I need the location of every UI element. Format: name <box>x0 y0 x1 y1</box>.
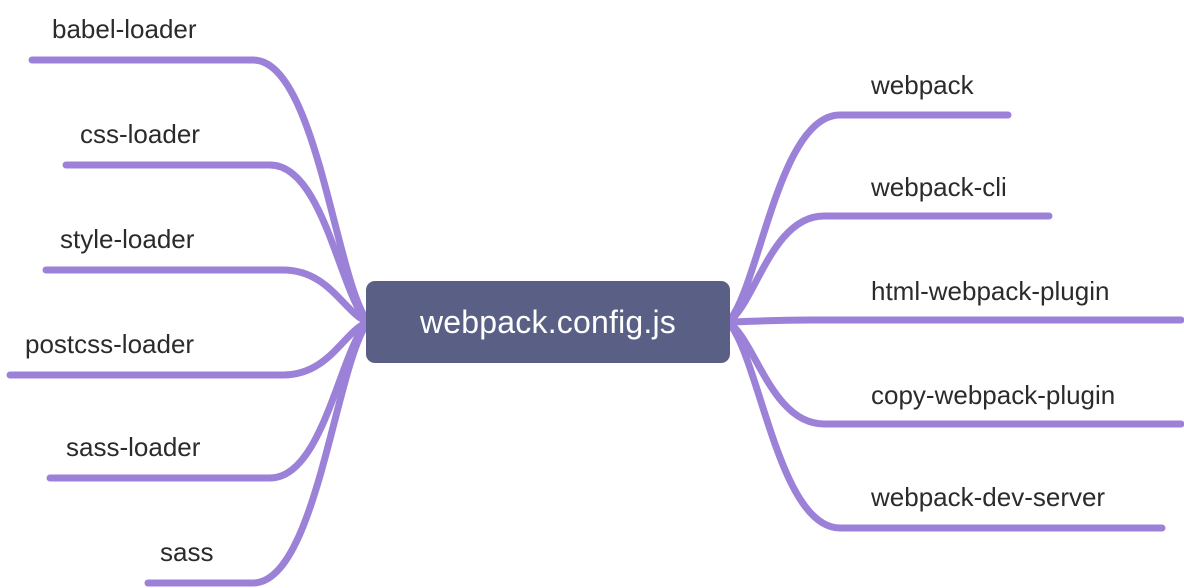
branch-line-webpack-dev-server <box>724 318 1166 532</box>
branch-line-html-webpack-plugin <box>724 316 1184 326</box>
branch-label-copy-webpack-plugin[interactable]: copy-webpack-plugin <box>871 380 1116 410</box>
branch-line-webpack <box>724 111 1012 326</box>
branch-label-style-loader[interactable]: style-loader <box>60 224 195 254</box>
branch-line-style-loader <box>42 266 372 326</box>
branch-label-postcss-loader[interactable]: postcss-loader <box>25 329 195 359</box>
branch-line-css-loader <box>62 161 372 326</box>
branch-label-html-webpack-plugin[interactable]: html-webpack-plugin <box>871 276 1110 306</box>
branch-label-webpack[interactable]: webpack <box>871 70 974 100</box>
branch-label-sass[interactable]: sass <box>160 537 214 567</box>
branch-label-webpack-cli[interactable]: webpack-cli <box>871 172 1007 202</box>
root-node-label: webpack.config.js <box>420 303 676 340</box>
branch-label-babel-loader[interactable]: babel-loader <box>52 14 197 44</box>
branch-line-webpack-cli <box>724 212 1053 326</box>
branch-label-webpack-dev-server[interactable]: webpack-dev-server <box>871 482 1106 512</box>
branch-label-css-loader[interactable]: css-loader <box>80 119 200 149</box>
root-node-webpack-config[interactable]: webpack.config.js <box>366 281 730 363</box>
branch-label-sass-loader[interactable]: sass-loader <box>66 432 201 462</box>
branch-line-sass <box>144 318 372 587</box>
